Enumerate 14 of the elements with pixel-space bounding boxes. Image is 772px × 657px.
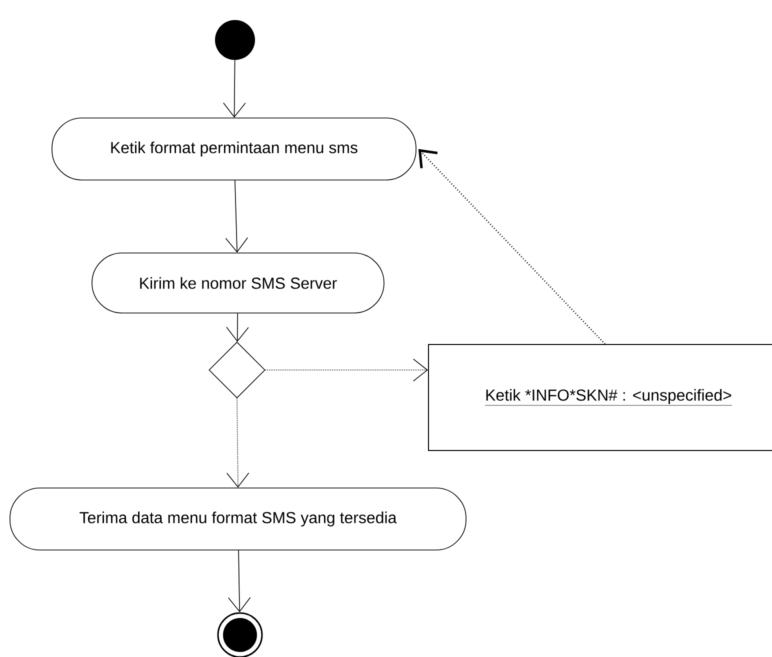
final-node xyxy=(217,612,263,657)
arrow xyxy=(223,60,246,118)
arrow xyxy=(265,358,428,382)
action-box: Ketik format permintaan menu sms xyxy=(52,118,416,180)
arrow xyxy=(418,149,606,345)
initial-node xyxy=(215,20,255,60)
decision-diamond xyxy=(208,342,266,398)
arrow xyxy=(228,550,251,612)
action-box: Kirim ke nomor SMS Server xyxy=(92,252,384,314)
arrow xyxy=(226,313,249,342)
arrow xyxy=(225,180,248,253)
arrow xyxy=(226,398,250,488)
object-box: Ketik *INFO*SKN# : <unspecified> xyxy=(428,344,772,451)
action-box: Terima data menu format SMS yang tersedia xyxy=(10,488,466,550)
